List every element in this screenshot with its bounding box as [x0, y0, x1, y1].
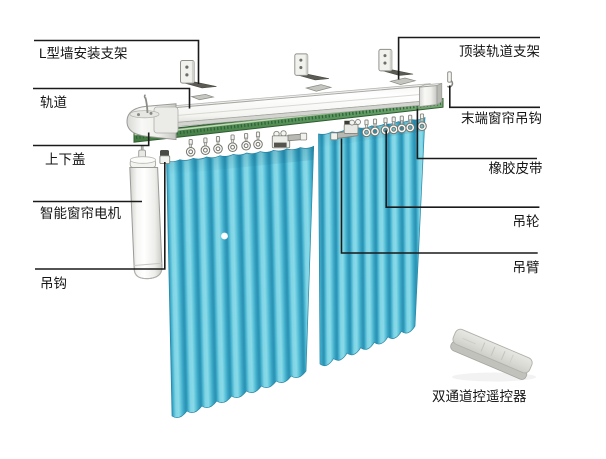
leader-track [33, 87, 191, 109]
label-wall-bracket: L型墙安装支架 [39, 45, 128, 61]
leader-cover [33, 132, 150, 147]
remote-control [450, 328, 536, 382]
ceiling-bracket-3 [378, 48, 417, 85]
leader-ceiling-bracket [397, 36, 540, 80]
ceiling-bracket-2 [294, 53, 333, 92]
label-ceiling-bracket: 顶装轨道支架 [459, 43, 540, 59]
leader-hook [35, 162, 166, 270]
carrier-arm-right [330, 119, 361, 141]
belt-clamp-hook [159, 150, 171, 165]
antenna [144, 97, 149, 114]
end-curtain-hook [446, 71, 454, 88]
carrier-arm-left [271, 130, 308, 149]
label-hook: 吊钩 [40, 275, 67, 291]
motor-unit [129, 145, 163, 280]
curtain-panel-left [166, 145, 315, 418]
label-end-hook: 末端窗帘吊钩 [461, 111, 542, 126]
label-arm: 吊臂 [512, 260, 540, 275]
leader-belt [416, 108, 537, 160]
label-track: 轨道 [40, 95, 67, 110]
label-belt: 橡胶皮带 [488, 161, 543, 176]
label-cover: 上下盖 [45, 151, 86, 167]
label-motor: 智能窗帘电机 [40, 206, 121, 221]
track-end-cap-right [419, 82, 443, 108]
mounting-plate-1 [190, 93, 215, 101]
label-remote: 双通道控遥控器 [432, 389, 527, 404]
leader-lines [33, 36, 540, 270]
leader-wall-bracket [34, 39, 200, 84]
mounting-plate-2 [304, 84, 333, 92]
leader-end-hook [449, 85, 540, 109]
label-roller: 吊轮 [512, 214, 540, 229]
leader-roller [385, 130, 540, 208]
curtain-track-rail [170, 83, 431, 128]
leader-arm [340, 138, 538, 254]
curtain-panel-right [318, 116, 426, 367]
curtain-dot [221, 232, 228, 240]
track-end-cap-left [126, 94, 179, 141]
mounting-plate-3 [389, 77, 417, 85]
wall-bracket-1 [180, 60, 217, 101]
